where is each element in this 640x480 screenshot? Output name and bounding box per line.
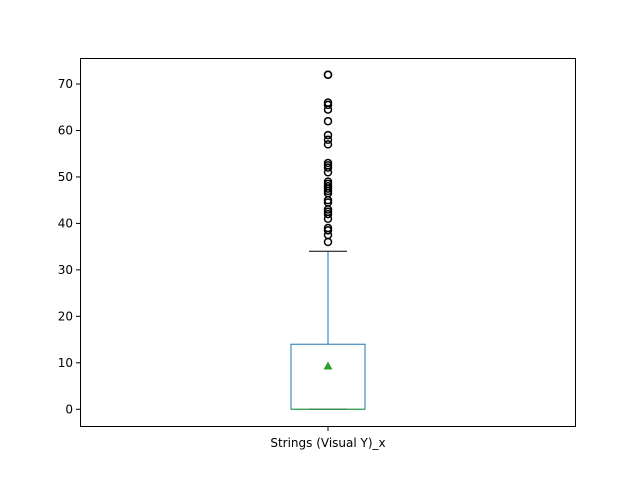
outlier-point: [323, 177, 333, 186]
plot-area-frame: [80, 58, 576, 427]
x-tick-label: Strings (Visual Y)_x: [270, 436, 385, 450]
outlier-point: [323, 158, 333, 168]
y-tick-label: 60: [58, 123, 73, 137]
box-iqr: [290, 343, 366, 410]
outlier-point: [323, 223, 333, 233]
y-tick-label: 30: [58, 263, 73, 277]
y-tick-label: 0: [65, 402, 73, 416]
outlier-point: [323, 70, 333, 79]
outlier-point: [323, 116, 333, 126]
y-tick-label: 70: [58, 77, 73, 91]
outlier-point: [323, 237, 333, 247]
y-tick-label: 40: [58, 216, 73, 230]
y-tick-label: 20: [58, 309, 73, 323]
mean-marker: [323, 361, 333, 370]
box-group: [290, 70, 366, 410]
outlier-point: [323, 140, 333, 149]
x-axis: Strings (Visual Y)_x: [270, 427, 386, 450]
y-tick-label: 50: [58, 170, 73, 184]
outlier-point: [323, 135, 333, 145]
outlier-point: [323, 98, 333, 107]
outlier-point: [323, 130, 333, 140]
y-axis: 0 10 20 30 40 50 60 70: [58, 77, 80, 416]
y-tick-label: 10: [58, 356, 73, 370]
